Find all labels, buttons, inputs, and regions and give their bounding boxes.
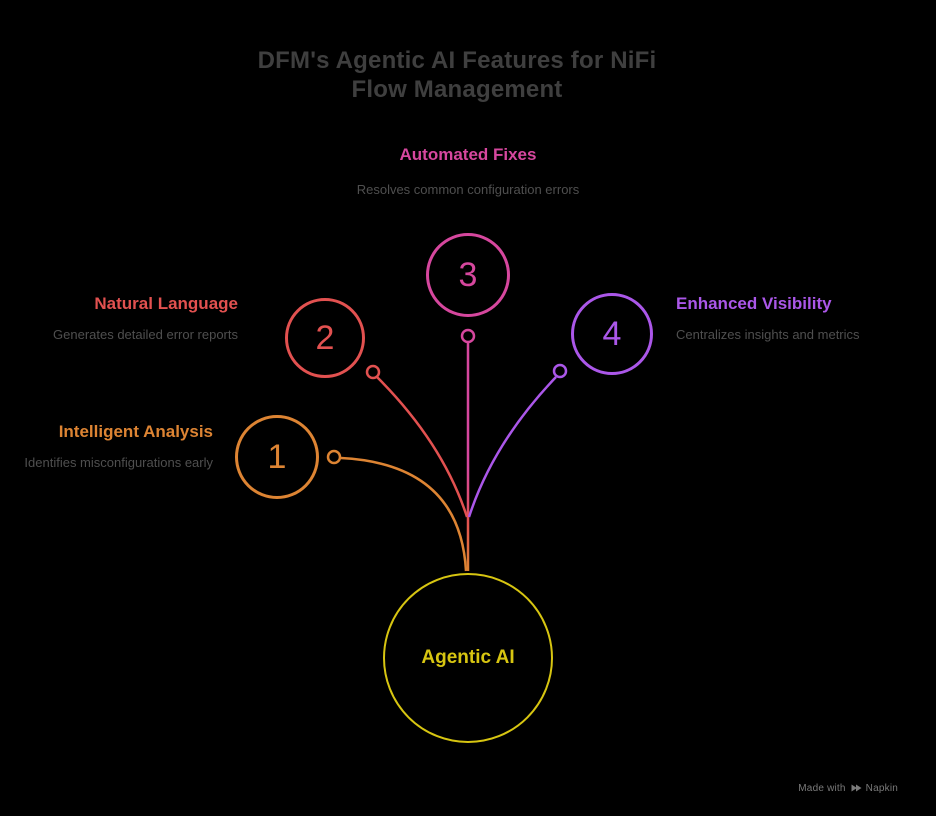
watermark: Made with Napkin [798,782,898,794]
curve-branch-2 [376,376,469,518]
node-number-4: 4 [602,314,622,353]
branch-3-title: Automated Fixes [399,145,537,164]
node-circle-3: 3 [426,233,510,317]
branch-2-title: Natural Language [94,294,238,313]
branch-4-title: Enhanced Visibility [676,294,832,313]
connector-dot-4 [552,363,568,379]
branch-4-description: Centralizes insights and metrics [676,327,860,342]
connector-dot-2 [365,364,381,380]
branch-2-text: Natural Language Generates detailed erro… [38,293,238,344]
branch-1-text: Intelligent Analysis Identifies misconfi… [13,421,213,472]
center-node-label: Agentic AI [421,647,515,668]
node-circle-4: 4 [571,293,653,375]
node-circle-2: 2 [285,298,365,378]
branch-4-text: Enhanced Visibility Centralizes insights… [676,293,876,344]
watermark-brand: Napkin [865,782,898,794]
napkin-logo-icon [851,784,862,792]
diagram-title: DFM's Agentic AI Features for NiFi Flow … [257,47,657,103]
curve-branch-1 [340,456,468,572]
connector-dot-1 [326,449,342,465]
node-number-2: 2 [315,318,335,357]
branch-1-title: Intelligent Analysis [58,422,213,441]
curve-branch-4 [467,376,557,518]
node-circle-1: 1 [235,415,319,499]
connector-dot-3 [460,328,476,344]
node-number-1: 1 [267,437,287,476]
watermark-made-with: Made with [798,782,846,794]
branch-1-description: Identifies misconfigurations early [24,455,213,470]
branch-2-description: Generates detailed error reports [53,327,238,342]
branch-3-description: Resolves common configuration errors [356,182,580,197]
center-node: Agentic AI [383,573,553,743]
node-number-3: 3 [458,255,478,294]
branch-3-text: Automated Fixes Resolves common configur… [348,144,588,199]
